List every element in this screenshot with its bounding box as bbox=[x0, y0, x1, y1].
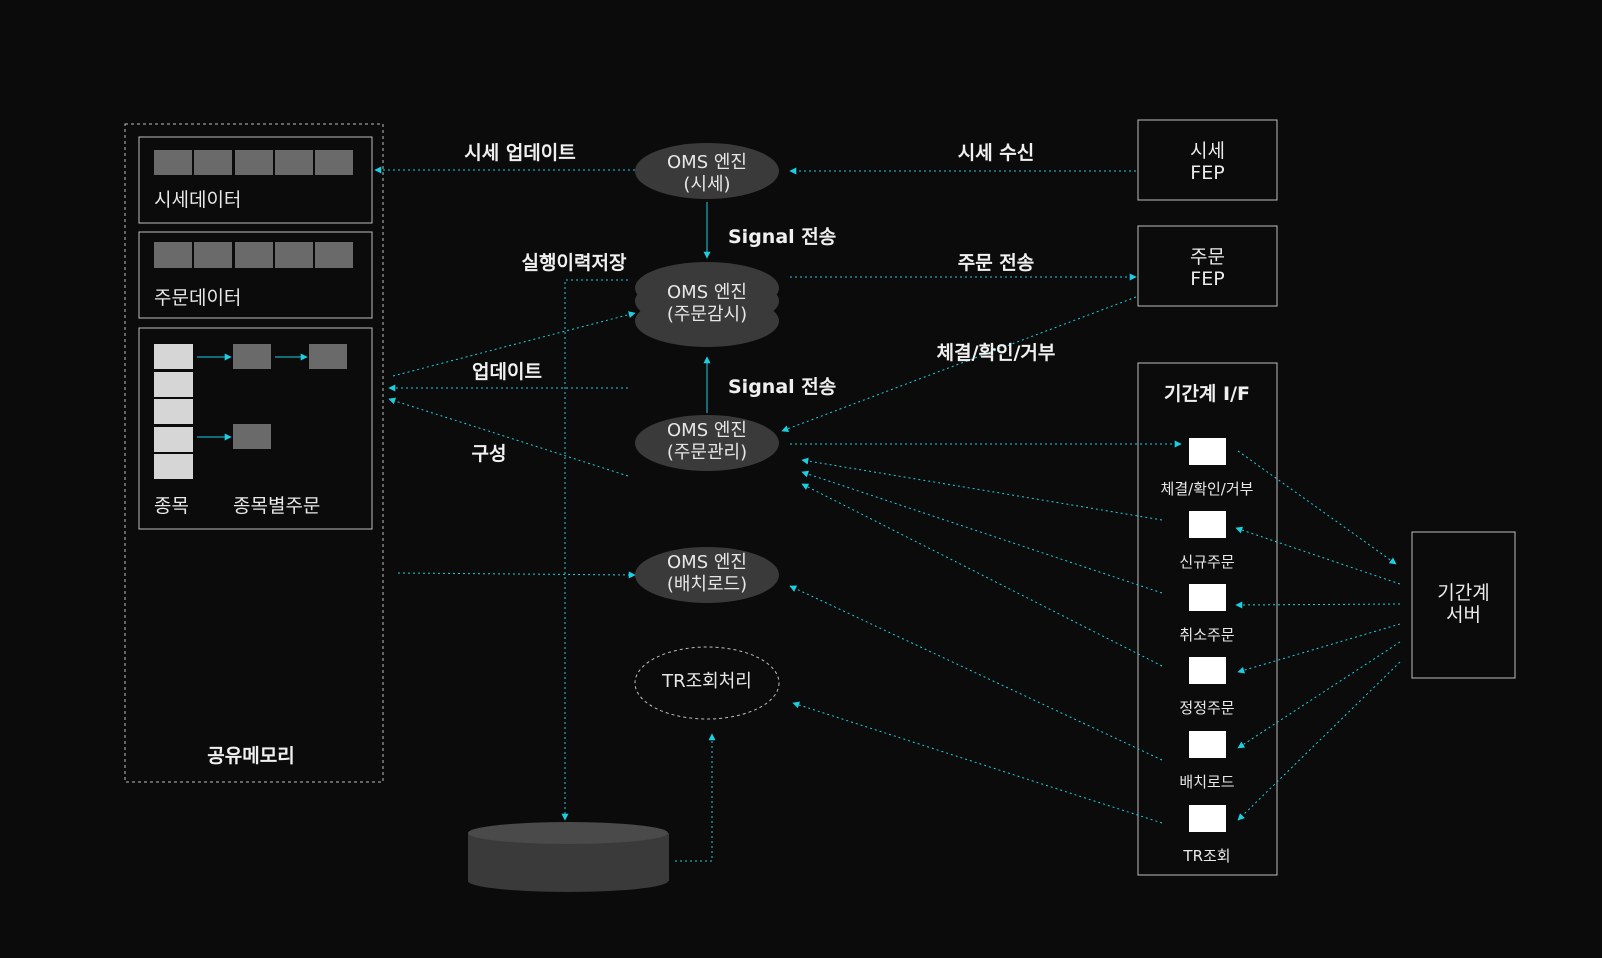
market-data-label: 시세데이터 bbox=[154, 189, 242, 211]
edge-label-exec-confirm: 체결/확인/거부 bbox=[936, 342, 1056, 364]
edge-label-signal-2: Signal 전송 bbox=[728, 376, 837, 398]
order-data-cells bbox=[154, 242, 353, 268]
dotted-connections bbox=[374, 166, 1401, 862]
market-data-cells bbox=[154, 150, 353, 175]
database-icon bbox=[468, 822, 669, 892]
oms-engine-market-line2: (시세) bbox=[683, 174, 731, 195]
symbol-link-arrows bbox=[197, 353, 308, 441]
order-data-box bbox=[138, 231, 373, 319]
symbol-orders-label: 종목별주문 bbox=[233, 495, 321, 517]
interface-item-batch-load: 배치로드 bbox=[1179, 773, 1235, 791]
oms-engine-manage-label: OMS 엔진 (주문관리) bbox=[635, 420, 779, 464]
market-fep-label: 시세 FEP bbox=[1138, 140, 1277, 184]
oms-engine-batch-label: OMS 엔진 (배치로드) bbox=[635, 552, 779, 596]
symbol-order-cells bbox=[233, 344, 347, 449]
oms-engine-batch-line1: OMS 엔진 bbox=[667, 552, 747, 573]
core-server-line2: 서버 bbox=[1446, 604, 1481, 626]
oms-engine-monitor-line1: OMS 엔진 bbox=[667, 282, 747, 303]
market-data-box bbox=[138, 136, 373, 224]
symbol-label: 종목 bbox=[154, 495, 189, 517]
oms-engine-monitor-line2: (주문감시) bbox=[666, 304, 748, 325]
tr-query-node bbox=[634, 646, 780, 720]
order-fep-line2: FEP bbox=[1190, 268, 1225, 290]
oms-engine-market bbox=[635, 143, 779, 199]
oms-engine-market-line1: OMS 엔진 bbox=[667, 152, 747, 173]
core-server-line1: 기간계 bbox=[1437, 582, 1490, 604]
order-fep-line1: 주문 bbox=[1190, 246, 1225, 268]
core-server-label: 기간계 서버 bbox=[1412, 582, 1515, 626]
order-fep-box bbox=[1137, 225, 1278, 307]
oms-engine-batch-line2: (배치로드) bbox=[666, 574, 748, 595]
interface-title: 기간계 I/F bbox=[1163, 383, 1251, 405]
edge-label-market-receive: 시세 수신 bbox=[957, 142, 1035, 164]
oms-engine-market-label: OMS 엔진 (시세) bbox=[635, 152, 779, 196]
edge-label-signal-1: Signal 전송 bbox=[728, 226, 837, 248]
interface-item-tr-query: TR조회 bbox=[1183, 847, 1231, 865]
market-fep-box bbox=[1137, 119, 1278, 201]
order-fep-label: 주문 FEP bbox=[1138, 246, 1277, 290]
shared-memory-container bbox=[124, 123, 384, 783]
oms-engine-monitor bbox=[635, 262, 779, 347]
edge-label-order-send: 주문 전송 bbox=[957, 252, 1035, 274]
interface-item-modify-order: 정정주문 bbox=[1179, 699, 1235, 717]
interface-box bbox=[1137, 362, 1278, 876]
edge-label-update: 업데이트 bbox=[472, 361, 542, 383]
oms-engine-manage bbox=[635, 415, 779, 471]
edge-label-history-save: 실행이력저장 bbox=[521, 252, 627, 274]
oms-engine-monitor-label: OMS 엔진 (주문감시) bbox=[635, 282, 779, 326]
interface-item-cancel-order: 취소주문 bbox=[1179, 626, 1235, 644]
tr-query-label: TR조회처리 bbox=[662, 671, 752, 692]
symbol-cells bbox=[154, 344, 193, 479]
oms-engine-manage-line1: OMS 엔진 bbox=[667, 420, 747, 441]
edge-label-compose: 구성 bbox=[471, 443, 507, 465]
oms-engine-batch bbox=[635, 547, 779, 603]
edge-label-market-update: 시세 업데이트 bbox=[464, 142, 576, 164]
oms-engine-manage-line2: (주문관리) bbox=[666, 442, 748, 463]
core-server-box bbox=[1411, 531, 1516, 679]
interface-item-exec-confirm: 체결/확인/거부 bbox=[1160, 480, 1254, 498]
order-data-label: 주문데이터 bbox=[154, 287, 242, 309]
market-fep-line1: 시세 bbox=[1190, 140, 1225, 162]
symbol-orders-box bbox=[138, 327, 373, 530]
interface-item-new-order: 신규주문 bbox=[1179, 553, 1235, 571]
market-fep-line2: FEP bbox=[1190, 162, 1225, 184]
shared-memory-title: 공유메모리 bbox=[207, 745, 295, 767]
interface-item-squares bbox=[1189, 438, 1226, 832]
